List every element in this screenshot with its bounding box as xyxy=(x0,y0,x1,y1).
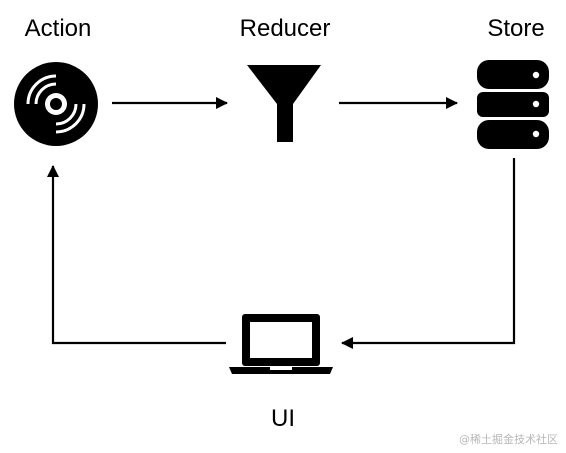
database-icon xyxy=(477,60,549,149)
reducer-label: Reducer xyxy=(240,15,331,42)
edge-store-to-ui xyxy=(341,158,516,349)
action-label: Action xyxy=(25,15,92,42)
store-label: Store xyxy=(487,15,544,42)
laptop-icon xyxy=(229,314,333,374)
funnel-icon xyxy=(247,65,321,142)
edge-ui-to-action xyxy=(47,165,226,345)
watermark-text: @稀土掘金技术社区 xyxy=(459,433,558,446)
vinyl-record-icon xyxy=(14,62,98,146)
ui-label: UI xyxy=(271,405,295,432)
